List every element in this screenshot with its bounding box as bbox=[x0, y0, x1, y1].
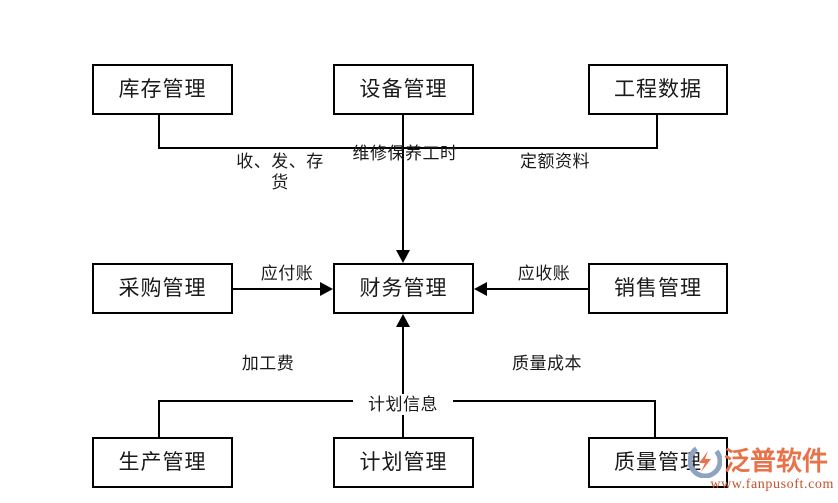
node-equipment[interactable]: 设备管理 bbox=[333, 64, 474, 115]
edge-label-accounts-receivable: 应收账 bbox=[517, 264, 571, 283]
connector-planning-stem bbox=[402, 400, 404, 437]
connector-engineering-stem bbox=[656, 115, 658, 149]
edge-label-maintenance-hours: 维修保养工时 bbox=[352, 144, 458, 163]
arrowhead-sales-to-finance bbox=[474, 282, 487, 296]
connector-purchasing-to-finance bbox=[233, 288, 320, 290]
node-inventory[interactable]: 库存管理 bbox=[92, 64, 233, 115]
edge-label-plan-information: 计划信息 bbox=[353, 394, 453, 416]
connector-top-bus bbox=[158, 147, 658, 149]
node-sales[interactable]: 销售管理 bbox=[588, 263, 728, 314]
watermark-brand: 泛普软件 bbox=[724, 446, 829, 476]
connector-inventory-stem bbox=[158, 115, 160, 149]
arrowhead-bottom-to-finance bbox=[396, 314, 410, 327]
connector-sales-to-finance bbox=[487, 288, 588, 290]
connector-production-stem bbox=[158, 400, 160, 437]
edge-label-quality-cost: 质量成本 bbox=[512, 354, 582, 373]
node-engineering-data[interactable]: 工程数据 bbox=[588, 64, 728, 115]
connector-top-to-finance bbox=[402, 147, 404, 251]
edge-label-quota-data: 定额资料 bbox=[520, 152, 590, 171]
arrowhead-top-to-finance bbox=[396, 250, 410, 263]
edge-label-processing-fee: 加工费 bbox=[241, 354, 295, 373]
connector-quality-stem bbox=[654, 400, 656, 437]
node-purchasing[interactable]: 采购管理 bbox=[92, 263, 233, 314]
node-quality[interactable]: 质量管理 bbox=[588, 437, 728, 488]
node-production[interactable]: 生产管理 bbox=[92, 437, 233, 488]
connector-bottom-to-finance bbox=[402, 327, 404, 402]
edge-label-receipt-issue-stock: 收、发、存 货 bbox=[236, 152, 324, 193]
edge-label-accounts-payable: 应付账 bbox=[260, 264, 314, 283]
node-finance[interactable]: 财务管理 bbox=[333, 263, 474, 314]
arrowhead-purchasing-to-finance bbox=[320, 282, 333, 296]
connector-equipment-stem bbox=[402, 115, 404, 149]
node-planning[interactable]: 计划管理 bbox=[333, 437, 474, 488]
